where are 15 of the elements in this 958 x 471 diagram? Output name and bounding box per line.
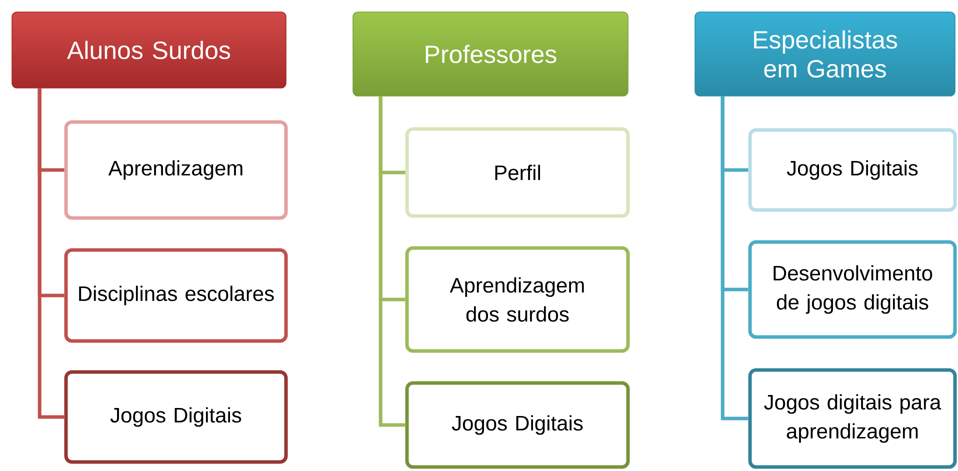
- connector-line: [38, 88, 64, 419]
- topic-box: Jogos digitais para aprendizagem: [748, 368, 957, 469]
- topic-box: Perfil: [405, 127, 630, 218]
- topic-box: Jogos Digitais: [64, 370, 288, 464]
- connector-line: [378, 96, 406, 427]
- topic-box: Aprendizagem dos surdos: [405, 246, 630, 353]
- topic-box: Desenvolvimento de jogos digitais: [748, 240, 957, 339]
- topic-box: Jogos Digitais: [748, 128, 957, 212]
- topic-box: Aprendizagem: [64, 120, 288, 220]
- topic-box: Disciplinas escolares: [64, 248, 288, 343]
- topic-box: Jogos Digitais: [405, 381, 630, 469]
- category-header-box: Alunos Surdos: [12, 12, 286, 88]
- connector-line: [720, 96, 748, 420]
- category-header-box: Especialistas em Games: [694, 12, 956, 96]
- category-header-box: Professores: [352, 12, 628, 96]
